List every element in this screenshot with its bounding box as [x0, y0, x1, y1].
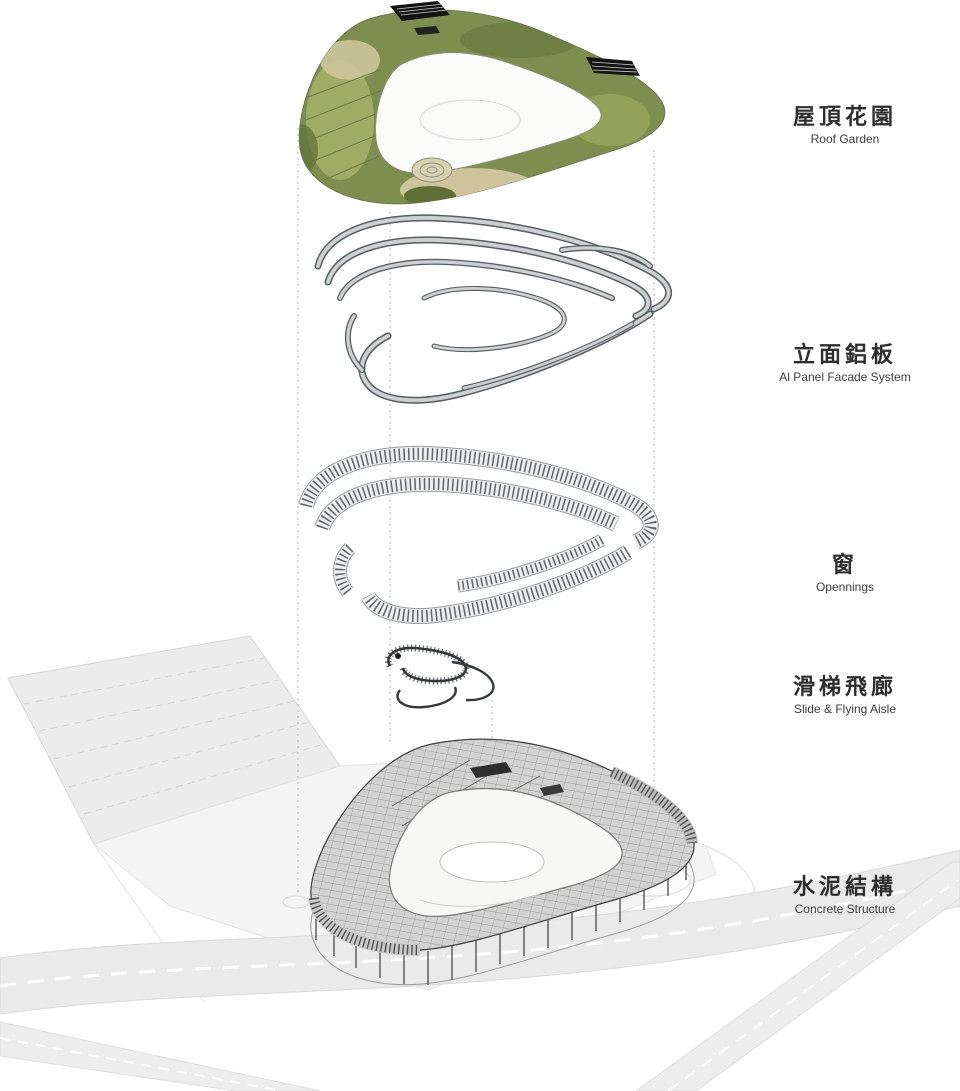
roof-vent — [414, 26, 440, 35]
facade-ribbon — [421, 286, 567, 353]
opening-band — [314, 475, 620, 532]
diagonal-road-centerline — [667, 879, 959, 1091]
label-facade-zh: 立面鋁板 — [792, 342, 897, 367]
parking-rows — [23, 657, 325, 815]
facade-ribbon — [314, 214, 673, 313]
opening-band — [298, 445, 659, 550]
diagonal-road — [635, 861, 960, 1091]
courtyard-detail — [419, 99, 521, 141]
label-slide-flying-aisle-en: Slide & Flying Aisle — [793, 702, 897, 717]
label-openings-zh: 窗 — [831, 552, 858, 577]
opening-band — [333, 543, 356, 597]
facade-ribbon — [337, 258, 615, 301]
facade-ribbon — [559, 245, 653, 269]
label-concrete-structure-en: Concrete Structure — [794, 902, 896, 917]
roof-garden-illustration — [298, 1, 666, 205]
flying-aisle — [451, 660, 495, 702]
opening-band — [457, 534, 606, 593]
label-roof-garden-en: Roof Garden — [810, 132, 880, 147]
label-roof-garden-zh: 屋頂花園 — [792, 104, 897, 129]
label-openings-en: Opennings — [815, 580, 875, 595]
slide-tube-hatch — [385, 644, 470, 685]
facade-ribbon — [358, 310, 654, 404]
slide-loop — [396, 686, 457, 709]
label-facade-en: Al Panel Facade System — [779, 370, 911, 385]
slide-illustration — [385, 644, 495, 709]
label-slide-flying-aisle: 滑梯飛廊 Slide & Flying Aisle — [715, 674, 960, 717]
opening-band — [360, 545, 633, 624]
openings-illustration — [298, 445, 659, 624]
label-concrete-structure: 水泥結構 Concrete Structure — [715, 874, 960, 917]
stair-core — [540, 784, 564, 796]
label-concrete-structure-zh: 水泥結構 — [792, 874, 897, 899]
roof-courtyard — [374, 52, 602, 174]
stair-core — [470, 762, 512, 778]
facade-illustration — [314, 214, 673, 404]
spiral-patio — [411, 157, 453, 183]
label-roof-garden: 屋頂花園 Roof Garden — [715, 104, 960, 147]
label-openings: 窗 Opennings — [715, 552, 960, 595]
facade-ribbon — [344, 313, 365, 373]
facade-ribbon — [324, 236, 652, 320]
facade-ribbon — [461, 321, 635, 391]
courtyard-path — [419, 893, 541, 907]
roof-core-box — [586, 57, 640, 76]
guide-lines — [297, 128, 655, 892]
bottom-left-road-centerline — [0, 1037, 283, 1091]
structure-left-rim — [308, 896, 421, 956]
label-slide-flying-aisle-zh: 滑梯飛廊 — [792, 674, 897, 699]
courtyard-oval — [439, 841, 545, 883]
roof-core-box — [390, 1, 450, 21]
structure-right-rim-hatch — [609, 767, 697, 844]
bottom-left-road — [0, 1021, 321, 1091]
label-facade: 立面鋁板 Al Panel Facade System — [715, 342, 960, 385]
slide-start — [395, 653, 401, 659]
